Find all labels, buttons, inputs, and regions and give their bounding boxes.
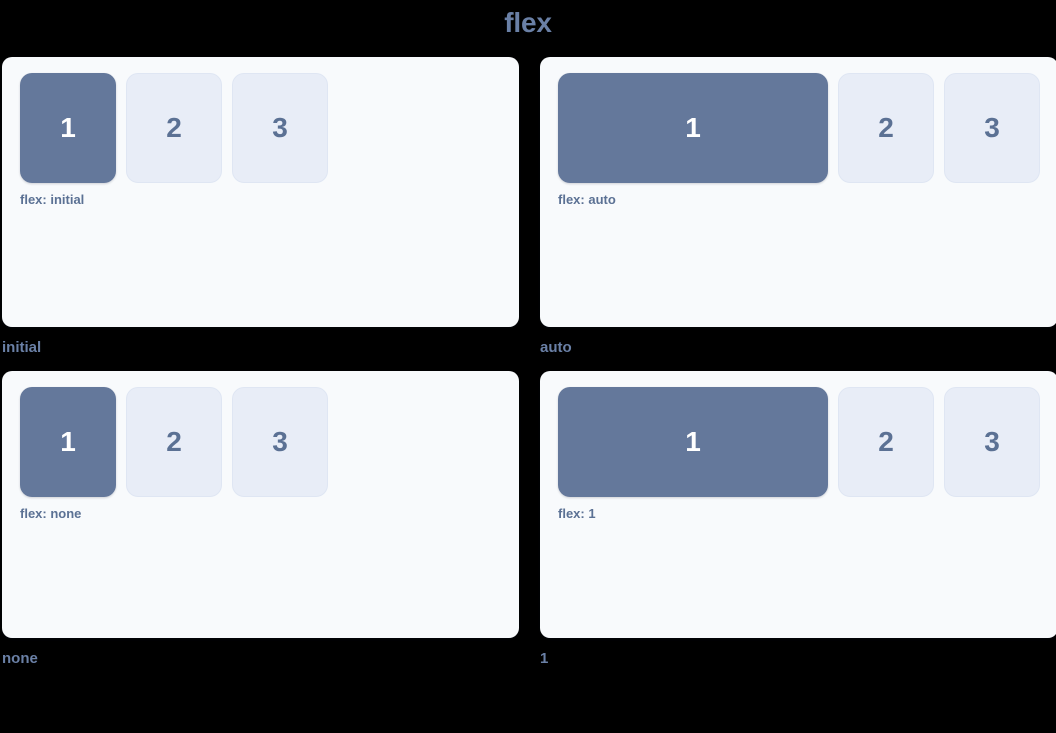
flex-property-label: flex: none xyxy=(20,506,82,521)
flex-property-label: flex: auto xyxy=(558,192,616,207)
flex-container-auto: 1 2 3 xyxy=(558,73,1040,183)
flex-container-initial: 1 2 3 xyxy=(20,73,501,183)
flex-box-label: 2 xyxy=(166,426,182,457)
demo-cell-auto: 1 2 3 flex: auto auto xyxy=(540,57,1056,371)
flex-property-label: flex: 1 xyxy=(558,506,596,521)
flex-box-1: 1 xyxy=(558,387,828,497)
flex-box-2: 2 xyxy=(126,73,222,183)
flex-box-label: 1 xyxy=(60,426,76,457)
flex-box-label: 1 xyxy=(685,426,701,457)
flex-box-2: 2 xyxy=(838,73,934,183)
flex-box-label: 3 xyxy=(984,112,1000,143)
demo-panel-none: 1 2 3 flex: none xyxy=(2,371,519,638)
demo-cell-initial: 1 2 3 flex: initial initial xyxy=(2,57,519,371)
flex-box-label: 2 xyxy=(166,112,182,143)
flex-box-1: 1 xyxy=(558,73,828,183)
demo-panel-initial: 1 2 3 flex: initial xyxy=(2,57,519,327)
demo-caption-auto: auto xyxy=(540,339,572,356)
flex-box-1: 1 xyxy=(20,73,116,183)
flex-box-label: 3 xyxy=(984,426,1000,457)
flex-box-label: 1 xyxy=(60,112,76,143)
flex-property-label: flex: initial xyxy=(20,192,85,207)
demo-caption-one: 1 xyxy=(540,650,549,667)
demo-panel-auto: 1 2 3 flex: auto xyxy=(540,57,1056,327)
flex-box-label: 1 xyxy=(685,112,701,143)
demo-caption-initial: initial xyxy=(2,339,42,356)
flex-container-one: 1 2 3 xyxy=(558,387,1040,497)
demo-caption-none: none xyxy=(2,650,38,667)
flex-box-1: 1 xyxy=(20,387,116,497)
demo-cell-one: 1 2 3 flex: 1 1 xyxy=(540,371,1056,682)
demo-grid: 1 2 3 flex: initial initial 1 xyxy=(0,57,1056,682)
flex-container-none: 1 2 3 xyxy=(20,387,501,497)
page-title: flex xyxy=(504,7,552,38)
demo-panel-one: 1 2 3 flex: 1 xyxy=(540,371,1056,638)
flex-box-3: 3 xyxy=(232,73,328,183)
flex-box-label: 3 xyxy=(272,112,288,143)
flex-box-3: 3 xyxy=(944,73,1040,183)
flex-box-label: 3 xyxy=(272,426,288,457)
flex-box-2: 2 xyxy=(126,387,222,497)
flex-box-label: 2 xyxy=(878,112,894,143)
flex-box-3: 3 xyxy=(232,387,328,497)
flex-box-2: 2 xyxy=(838,387,934,497)
flex-box-3: 3 xyxy=(944,387,1040,497)
flex-box-label: 2 xyxy=(878,426,894,457)
demo-cell-none: 1 2 3 flex: none none xyxy=(2,371,519,682)
